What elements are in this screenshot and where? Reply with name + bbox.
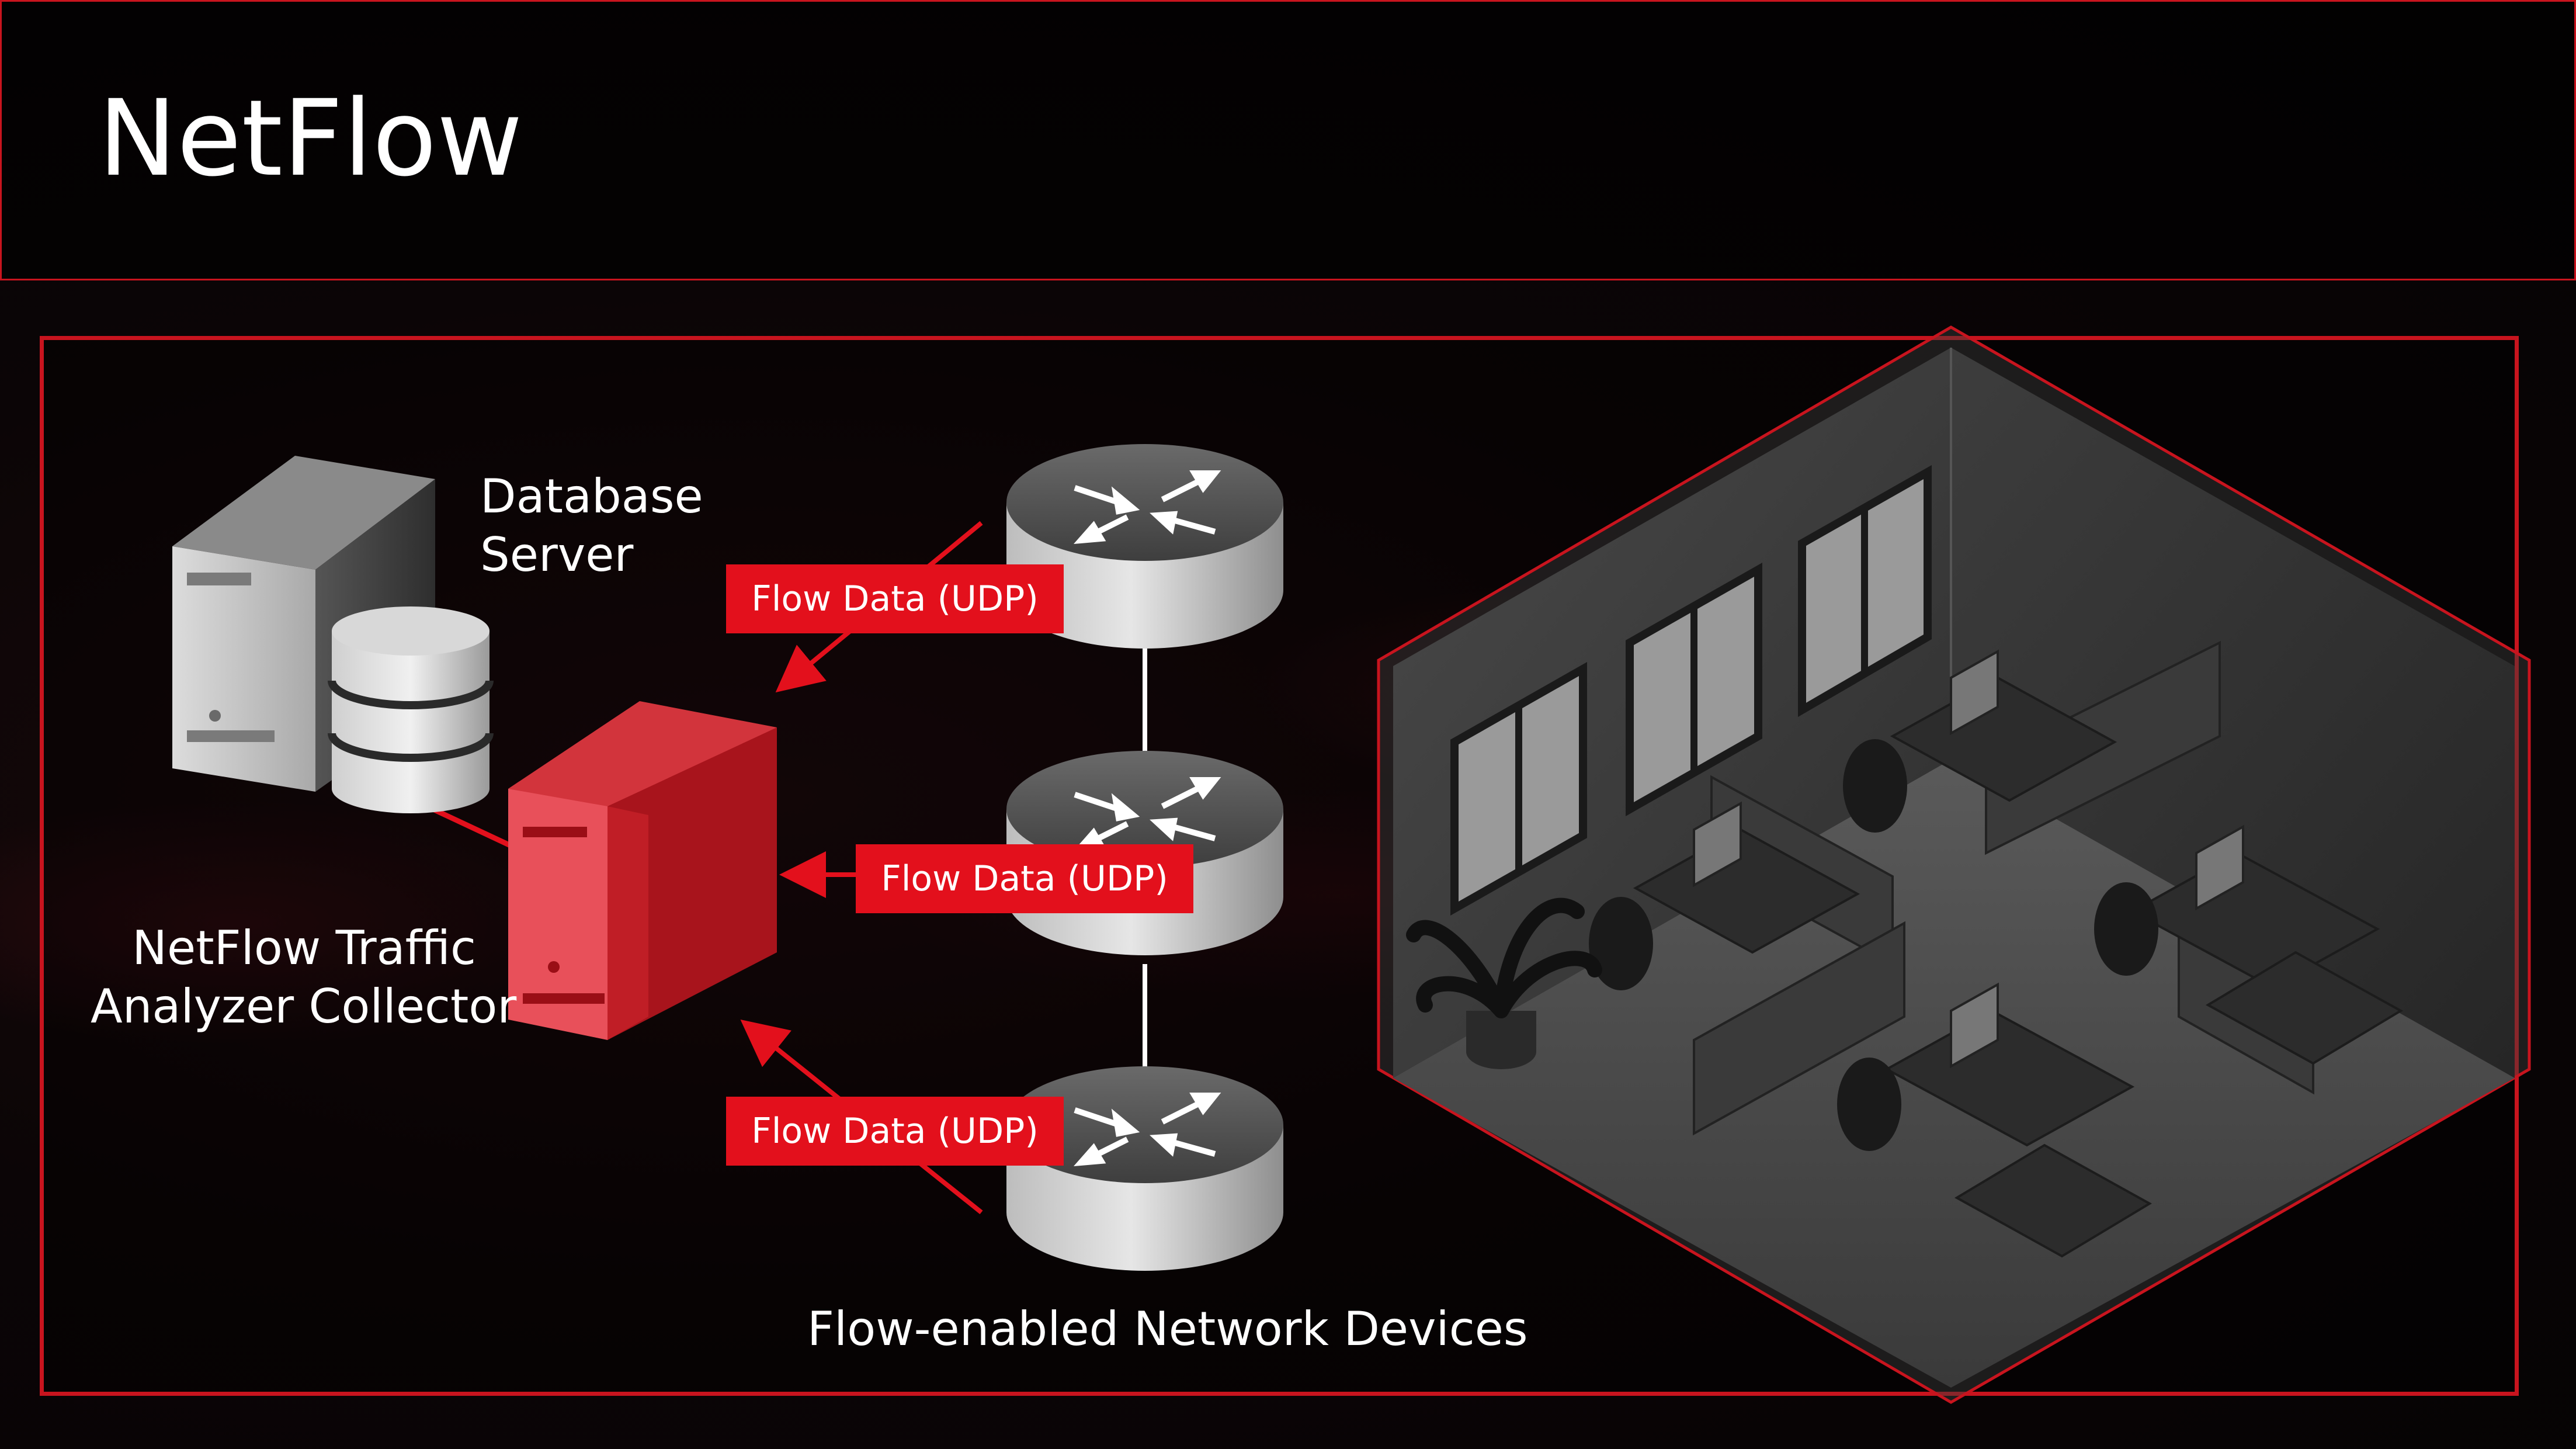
database-server-label-line1: Database [480,469,703,524]
database-stack-icon [328,606,494,813]
collector-server-icon [508,701,777,1040]
flow-data-label: Flow Data (UDP) [726,564,1064,633]
router-icon [1006,444,1283,649]
devices-label: Flow-enabled Network Devices [807,1302,1528,1356]
database-server-label-line2: Server [480,528,634,582]
flow-data-label: Flow Data (UDP) [856,844,1193,913]
collector-label: NetFlow Traffic Analyzer Collector [91,919,517,1036]
page-title: NetFlow [98,78,523,200]
plant-icon [1406,897,1602,1069]
router-icon [1006,1066,1283,1271]
collector-label-line1: NetFlow Traffic [132,921,476,975]
title-bar: NetFlow [0,0,2576,280]
collector-label-line2: Analyzer Collector [91,979,517,1034]
flow-data-label: Flow Data (UDP) [726,1097,1064,1166]
office-room-illustration [1377,325,2531,1404]
database-server-label: Database Server [480,467,703,584]
